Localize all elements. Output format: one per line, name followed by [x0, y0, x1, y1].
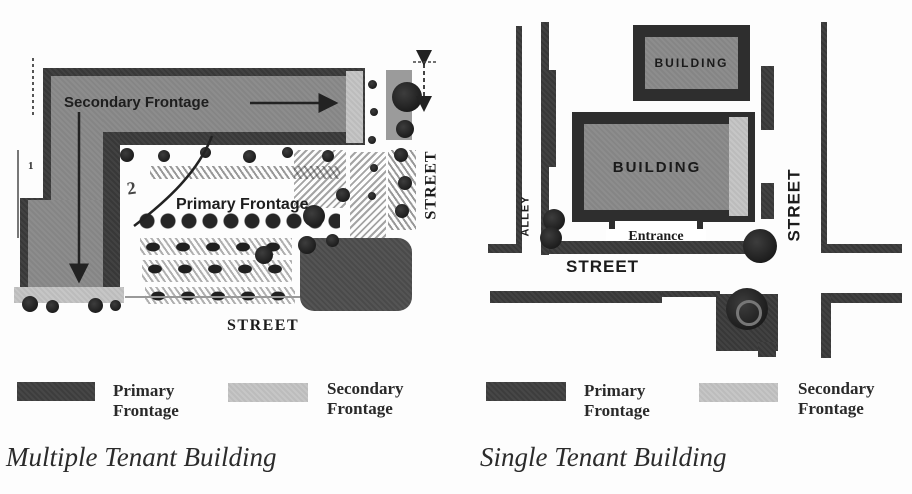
tree-icon	[88, 298, 103, 313]
tree-icon	[370, 108, 378, 116]
street-corner-horizontal	[831, 293, 902, 303]
rear-building: BUILDING	[645, 37, 738, 89]
building-fill-wing-lower	[28, 200, 103, 288]
tree-icon	[298, 236, 316, 254]
alley-line	[541, 22, 549, 255]
left-panel-annotations	[32, 50, 437, 284]
entrance-label: Entrance	[628, 229, 684, 244]
primary-frontage-leader-line	[133, 135, 214, 227]
tree-icon	[243, 150, 256, 163]
parking-row	[140, 238, 292, 255]
legend-primary-label: Primary Frontage	[584, 381, 650, 421]
tree-icon	[743, 229, 777, 263]
parking-row	[142, 260, 292, 282]
left-panel-caption: Multiple Tenant Building	[6, 442, 277, 472]
tree-icon	[368, 136, 376, 144]
legend-secondary-label: Secondary Frontage	[798, 379, 875, 419]
corner-building-step	[758, 342, 776, 357]
legend-primary-label: Primary Frontage	[113, 381, 179, 421]
legend-secondary-line2: Frontage	[327, 399, 393, 418]
legend-primary-line1: Primary	[584, 381, 646, 400]
curb-line	[17, 150, 19, 238]
street-edge-corner	[488, 244, 522, 253]
parking-row	[145, 287, 295, 304]
legend-secondary-line2: Frontage	[798, 399, 864, 418]
legend-primary-line2: Frontage	[584, 401, 650, 420]
dimension-mark: 1	[28, 160, 34, 172]
tree-icon	[120, 148, 134, 162]
street-label-bottom: STREET	[227, 317, 300, 334]
parking-row	[150, 166, 340, 179]
street-label-bottom: STREET	[566, 257, 640, 276]
street-edge-line	[516, 26, 522, 244]
lower-street-bar-thin	[662, 291, 720, 297]
tree-icon	[368, 80, 377, 89]
tree-icon	[282, 147, 293, 158]
tree-icon	[368, 192, 376, 200]
legend-primary-swatch	[486, 382, 566, 401]
legend-primary-line1: Primary	[113, 381, 175, 400]
tree-icon	[255, 246, 273, 264]
secondary-frontage-strip-right	[346, 71, 363, 143]
tree-icon	[540, 227, 562, 249]
main-building: BUILDING	[584, 124, 730, 210]
main-building-label: BUILDING	[612, 158, 702, 176]
legend-secondary-swatch	[699, 383, 778, 402]
rear-building-label: BUILDING	[654, 56, 729, 70]
multiple-tenant-diagram: Secondary Frontage Primary Frontage 2 1 …	[6, 50, 440, 472]
legend-secondary-swatch	[228, 383, 308, 402]
tree-icon	[303, 205, 325, 227]
street-parking-bar-lower	[761, 183, 774, 219]
tree-spiral-icon	[736, 300, 762, 326]
street-corner-vertical	[821, 293, 831, 358]
street-edge-line-right	[821, 22, 827, 244]
legend-primary-line2: Frontage	[113, 401, 179, 420]
street-bar	[549, 241, 764, 254]
corner-building	[300, 238, 412, 311]
tree-icon	[326, 234, 339, 247]
curb-line	[125, 296, 303, 298]
street-label-vertical: STREET	[785, 168, 804, 242]
street-edge-corner-right	[821, 244, 902, 253]
tree-icon	[396, 120, 414, 138]
alley-label-vertical: ALLEY	[520, 195, 532, 237]
right-panel-caption: Single Tenant Building	[480, 442, 727, 472]
tree-icon	[336, 188, 350, 202]
legend-secondary-line1: Secondary	[327, 379, 404, 398]
tree-icon	[543, 209, 565, 231]
tree-icon	[370, 164, 378, 172]
legend-secondary-line1: Secondary	[798, 379, 875, 398]
secondary-frontage-strip	[729, 117, 748, 216]
alley-frontage-segment	[549, 70, 556, 167]
tree-icon	[322, 150, 334, 162]
tree-icon	[394, 148, 408, 162]
tree-icon	[398, 176, 412, 190]
bush-row	[138, 212, 340, 230]
tree-icon	[158, 150, 170, 162]
tree-icon	[46, 300, 59, 313]
lower-street-bar	[490, 291, 662, 303]
legend-secondary-label: Secondary Frontage	[327, 379, 404, 419]
tree-icon	[22, 296, 38, 312]
tree-icon	[395, 204, 409, 218]
tree-icon	[110, 300, 121, 311]
building-fill-wing-upper	[51, 76, 103, 206]
primary-frontage-label: Primary Frontage	[176, 196, 309, 213]
street-parking-bar-upper	[761, 66, 774, 130]
secondary-frontage-label: Secondary Frontage	[64, 94, 210, 111]
legend-primary-swatch	[17, 382, 95, 401]
